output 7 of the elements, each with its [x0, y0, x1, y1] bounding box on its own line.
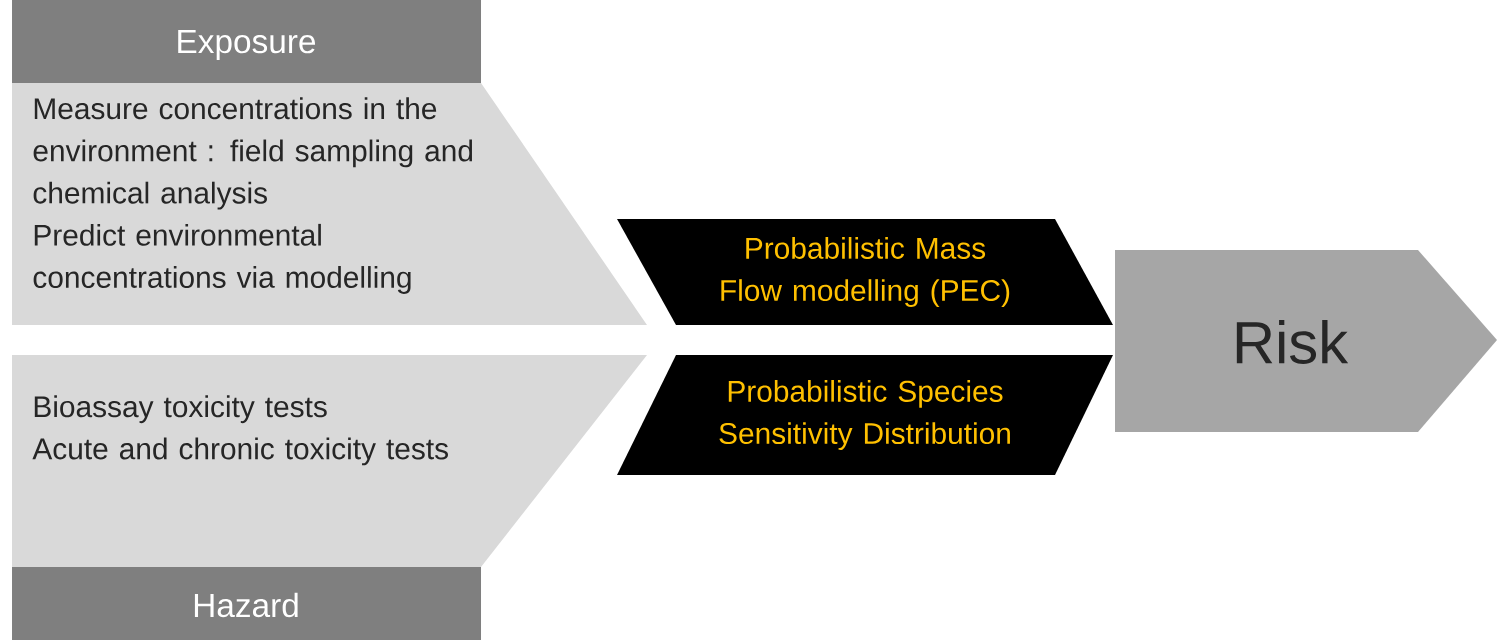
- header-band: Exposure: [12, 0, 481, 83]
- arrow-box: Risk: [1115, 250, 1497, 432]
- parallelogram-box: Probabilistic Mass Flow modelling (PEC): [617, 219, 1113, 325]
- chevron-panel: Bioassay toxicity tests Acute and chronic toxicity tests: [12, 355, 647, 567]
- chevron-panel: Measure concentrations in the environment : field sampling and chemical analysis Predict environmental concentrations via modelling: [12, 83, 647, 325]
- parallelogram-box: Probabilistic Species Sensitivity Distribution: [617, 355, 1113, 475]
- header-band: Hazard: [12, 567, 481, 640]
